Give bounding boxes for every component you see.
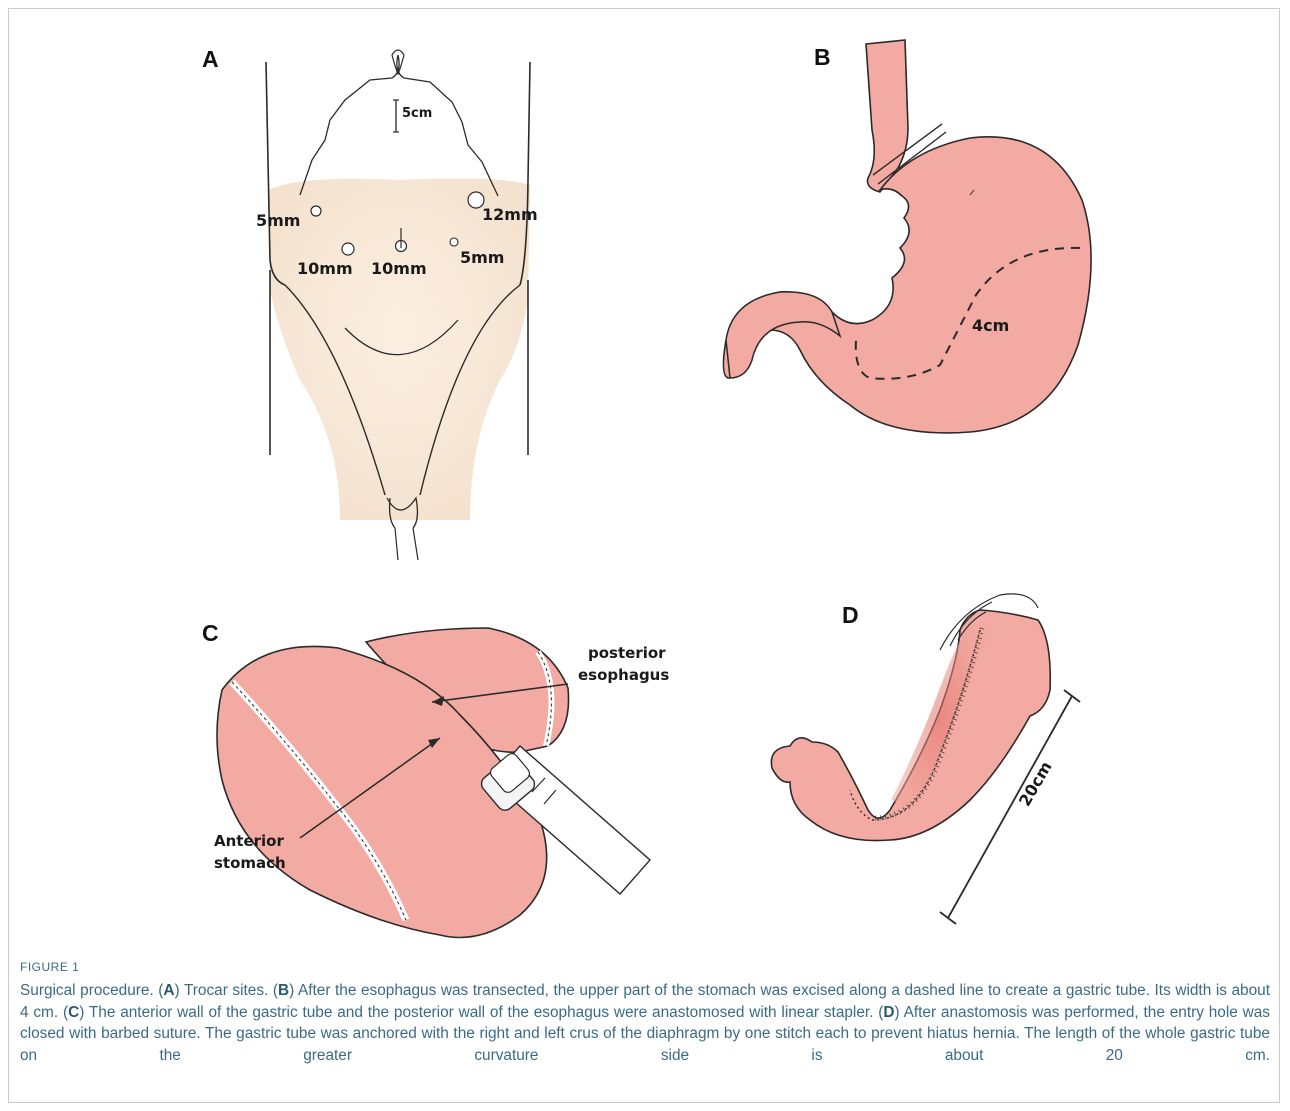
caption-segment: Surgical procedure. (: [20, 982, 163, 999]
port-label-5mm-right: 5mm: [460, 248, 504, 267]
caption-panel-ref: D: [883, 1004, 894, 1021]
caption-segment: ) Trocar sites. (: [175, 982, 278, 999]
stomach-body: [723, 137, 1091, 433]
caption-panel-ref: B: [278, 982, 289, 999]
panel-label: C: [202, 620, 219, 647]
port-label-5mm-left: 5mm: [256, 211, 300, 230]
figure-label: FIGURE 1: [20, 960, 1270, 974]
gastric-tube-illustration: [640, 520, 1280, 950]
anastomosis-illustration: [0, 520, 640, 950]
port-5mm-left: [311, 206, 321, 216]
caption-text: Surgical procedure. (A) Trocar sites. (B…: [20, 980, 1270, 1066]
panel-label: B: [814, 44, 831, 71]
port-label-10mm-left: 10mm: [297, 259, 353, 278]
port-label-12mm: 12mm: [482, 205, 538, 224]
panel-b: B 4cm: [640, 0, 1280, 520]
caption-panel-ref: A: [163, 982, 174, 999]
panel-a: A 5cm 5mm 12mm 10mm 10mm 5mm: [0, 0, 640, 520]
anterior-label-line1: Anterior: [214, 832, 284, 850]
caption-panel-ref: C: [68, 1004, 79, 1021]
panel-c: C posterior esophagus Anterior stomach: [0, 520, 640, 950]
ruler-label: 5cm: [402, 106, 432, 121]
panel-label: D: [842, 602, 859, 629]
ruler-icon: [393, 100, 399, 132]
figure-caption: FIGURE 1 Surgical procedure. (A) Trocar …: [20, 960, 1270, 1066]
panel-label: A: [202, 46, 219, 73]
rib-cage: [300, 55, 399, 195]
stomach-illustration: [640, 0, 1280, 520]
port-5mm-right: [450, 238, 458, 246]
width-label: 4cm: [972, 316, 1009, 335]
port-10mm-left: [342, 243, 354, 255]
caption-segment: ) The anterior wall of the gastric tube …: [79, 1004, 883, 1021]
abdomen-skin: [268, 178, 530, 520]
panel-d: D 20cm: [640, 520, 1280, 950]
port-label-10mm-umbilical: 10mm: [371, 259, 427, 278]
anterior-label-line2: stomach: [214, 854, 286, 872]
